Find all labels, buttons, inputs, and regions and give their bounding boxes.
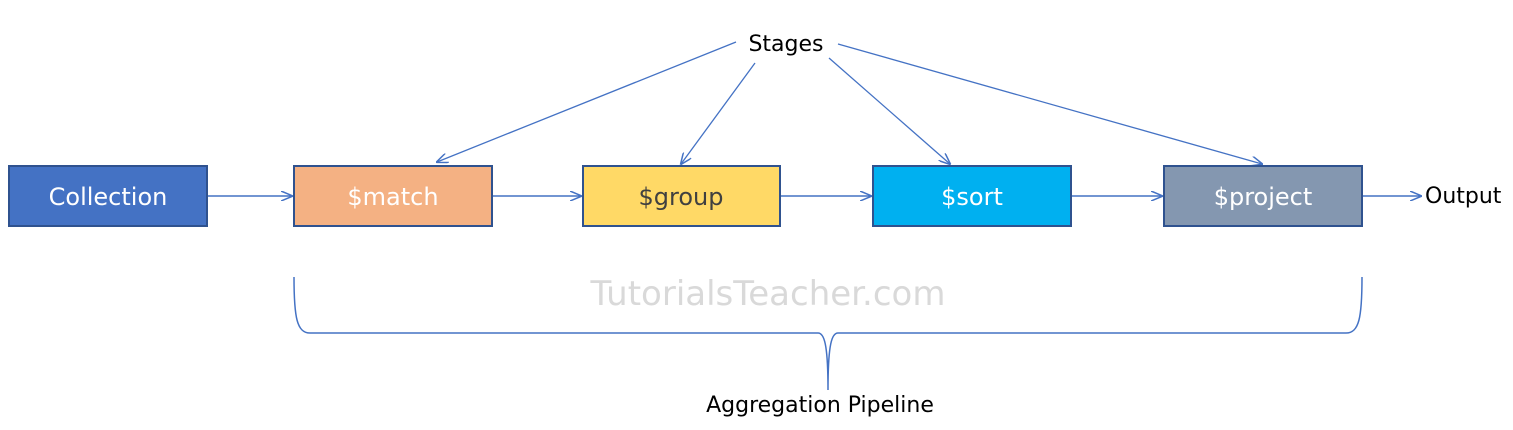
stage-arrow-project bbox=[837, 43, 1262, 164]
node-project-label: $project bbox=[1214, 183, 1313, 211]
node-group-label: $group bbox=[639, 183, 724, 211]
node-project: $project bbox=[1163, 165, 1363, 227]
node-sort-label: $sort bbox=[941, 183, 1003, 211]
stage-arrow-match bbox=[437, 41, 737, 162]
pipeline-label: Aggregation Pipeline bbox=[706, 393, 934, 418]
node-collection-box bbox=[8, 165, 208, 227]
node-collection-label: Collection bbox=[49, 183, 168, 211]
pipeline-brace bbox=[293, 276, 1363, 391]
node-match-box bbox=[293, 165, 493, 227]
node-match: $match bbox=[293, 165, 493, 227]
node-group-box bbox=[582, 165, 781, 227]
stage-arrow-sort bbox=[828, 57, 950, 164]
node-sort: $sort bbox=[872, 165, 1072, 227]
stage-arrow-group bbox=[681, 62, 756, 164]
watermark: TutorialsTeacher.com bbox=[590, 274, 946, 314]
node-project-box bbox=[1163, 165, 1363, 227]
output-label: Output bbox=[1425, 184, 1502, 209]
node-sort-box bbox=[872, 165, 1072, 227]
node-group: $group bbox=[582, 165, 781, 227]
stage-pointer-arrows bbox=[437, 41, 1262, 164]
node-collection: Collection bbox=[8, 165, 208, 227]
stages-label: Stages bbox=[748, 32, 823, 57]
node-match-label: $match bbox=[347, 183, 438, 211]
